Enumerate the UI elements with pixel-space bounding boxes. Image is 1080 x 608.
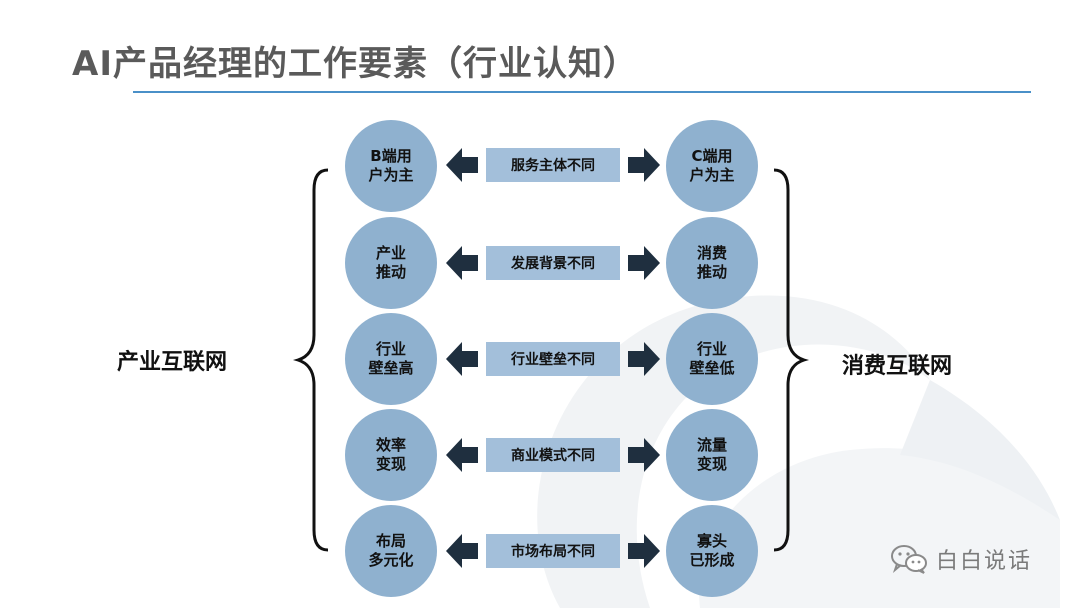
circle-text-line: 行业 [375, 340, 406, 358]
circle-text-line: 户为主 [689, 166, 735, 184]
arrow-left-icon [446, 246, 478, 280]
circle-text-line: 壁垒低 [689, 359, 735, 377]
right-category-label: 消费互联网 [842, 354, 953, 379]
circle-text-line: 变现 [375, 455, 406, 473]
difference-label-5: 市场布局不同 [486, 534, 620, 568]
arrow-right-icon [628, 342, 660, 376]
circle-text-line: 推动 [375, 263, 406, 281]
right-circle-4: 流量 变现 [666, 409, 758, 501]
circle-text-line: C端用 [691, 147, 733, 165]
watermark-text: 白白说话 [936, 549, 1033, 574]
circle-text-line: 户为主 [368, 166, 414, 184]
right-circle-2: 消费 推动 [666, 217, 758, 309]
arrow-right-icon [628, 246, 660, 280]
arrow-left-icon [446, 534, 478, 568]
left-circle-4: 效率 变现 [345, 409, 437, 501]
circle-text-line: 流量 [696, 436, 727, 454]
circle-text-line: 寡头 [696, 532, 727, 550]
right-circle-3: 行业 壁垒低 [666, 313, 758, 405]
circle-text-line: B端用 [370, 147, 412, 165]
left-circle-2: 产业 推动 [345, 217, 437, 309]
left-circle-5: 布局 多元化 [345, 505, 437, 597]
left-category-label: 产业互联网 [117, 350, 228, 375]
arrow-left-icon [446, 438, 478, 472]
difference-label-1: 服务主体不同 [486, 148, 620, 182]
circle-text-line: 多元化 [368, 551, 414, 569]
circle-text-line: 产业 [375, 244, 406, 262]
arrow-left-icon [446, 148, 478, 182]
left-circle-1: B端用 户为主 [345, 120, 437, 212]
left-circle-3: 行业 壁垒高 [345, 313, 437, 405]
circle-text-line: 变现 [696, 455, 727, 473]
circle-text-line: 推动 [696, 263, 727, 281]
circle-text-line: 壁垒高 [368, 359, 414, 377]
circle-text-line: 已形成 [689, 551, 735, 569]
wechat-watermark: 白白说话 [890, 543, 1032, 575]
arrow-right-icon [628, 534, 660, 568]
circle-text-line: 消费 [696, 244, 727, 262]
circle-text-line: 布局 [375, 532, 406, 550]
difference-label-3: 行业壁垒不同 [486, 342, 620, 376]
difference-label-2: 发展背景不同 [486, 246, 620, 280]
arrow-left-icon [446, 342, 478, 376]
right-circle-1: C端用 户为主 [666, 120, 758, 212]
right-circle-5: 寡头 已形成 [666, 505, 758, 597]
circle-text-line: 效率 [375, 436, 406, 454]
title-divider [133, 91, 1031, 93]
arrow-right-icon [628, 148, 660, 182]
wechat-icon [891, 545, 927, 574]
difference-label-4: 商业模式不同 [486, 438, 620, 472]
right-brace [773, 168, 810, 552]
page-title: AI产品经理的工作要素（行业认知） [72, 44, 638, 84]
arrow-right-icon [628, 438, 660, 472]
circle-text-line: 行业 [696, 340, 727, 358]
left-brace [292, 168, 329, 552]
